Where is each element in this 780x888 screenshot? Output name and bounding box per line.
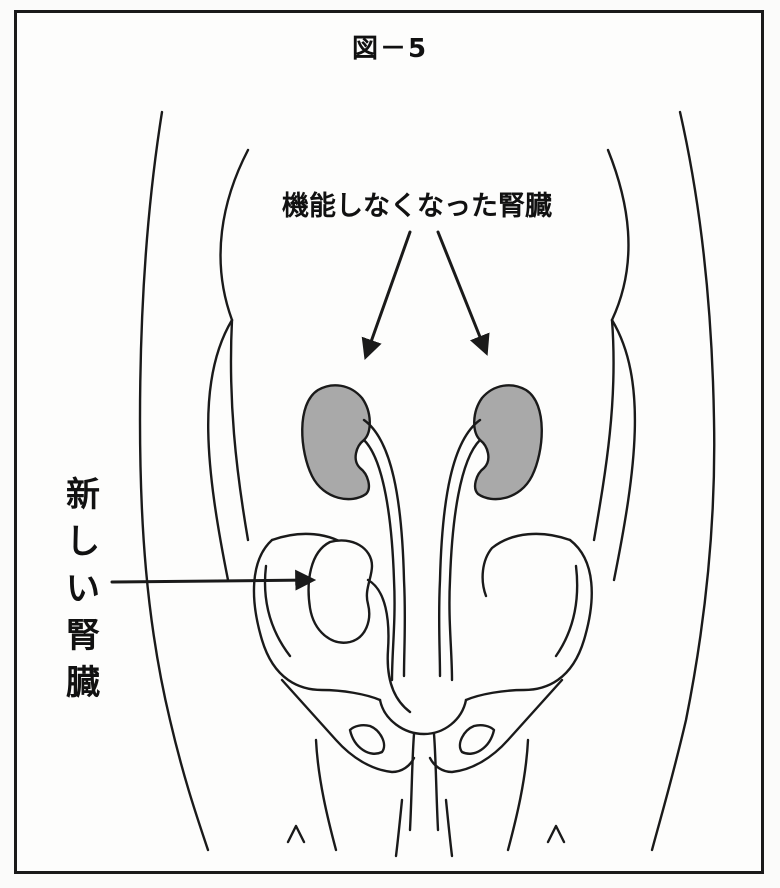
flank-right	[612, 320, 635, 580]
thigh-mark-left	[288, 826, 304, 842]
pelvis-right-obturator	[460, 725, 494, 754]
arrow-new-kidney	[112, 580, 312, 582]
thigh-mark-right	[548, 826, 564, 842]
torso-outline-right	[608, 150, 628, 320]
bladder-neck	[410, 734, 414, 830]
right-kidney	[474, 385, 542, 499]
body-outline-right	[652, 112, 714, 850]
right-ureter	[449, 440, 480, 680]
waist-right	[594, 320, 614, 540]
arrow-left-kidney	[366, 232, 410, 356]
leg-line-center-right	[446, 800, 452, 856]
right-ureter-inner	[439, 420, 480, 676]
body-outline-left	[140, 112, 208, 850]
left-ureter-inner	[364, 420, 405, 676]
pelvis-left-obturator	[350, 725, 384, 754]
left-kidney	[302, 385, 370, 499]
pelvis-right-crest	[556, 566, 577, 656]
arrow-right-kidney	[438, 232, 486, 352]
bladder	[380, 700, 466, 734]
pelvis-right-wing-inner	[483, 534, 570, 596]
pelvis-right-ischium	[508, 740, 528, 850]
waist-left	[231, 320, 248, 540]
pelvis-left-ischium	[316, 740, 336, 850]
flank-left	[208, 320, 232, 580]
bladder-neck-right	[434, 734, 438, 830]
new-kidney	[309, 540, 372, 642]
torso-outline-left	[221, 150, 248, 320]
leg-line-center-left	[396, 800, 402, 856]
